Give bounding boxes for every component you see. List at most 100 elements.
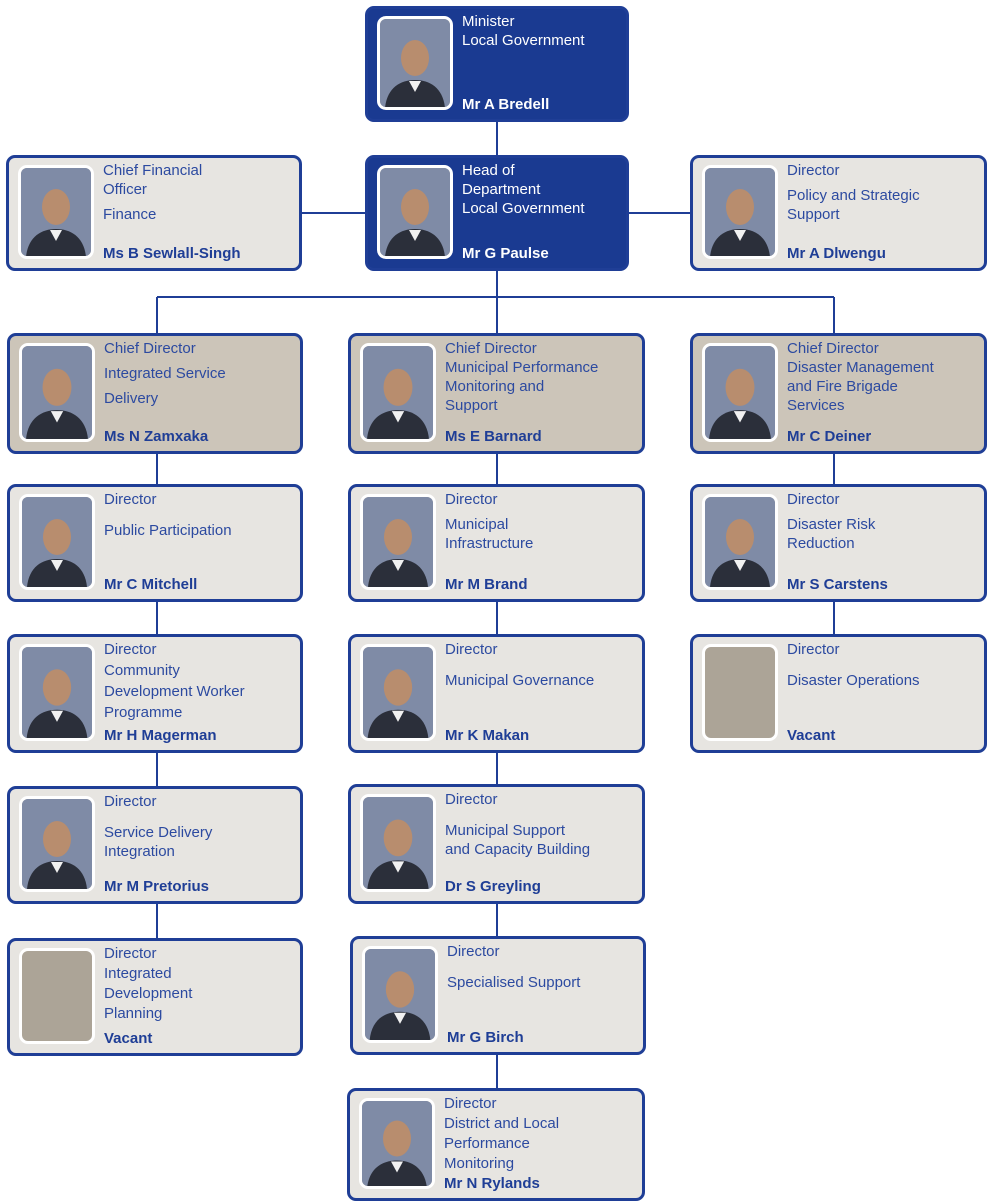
card-title-line: Public Participation [104,522,232,539]
card-title-line: Planning [104,1005,163,1022]
director-disaster-operations-card: Director Disaster Operations Vacant [690,634,987,753]
card-title-line: Services [787,397,845,414]
card-title-line: Municipal Support [445,822,566,839]
card-title-line: Chief Director [445,340,537,357]
card-title-line: Local Government [462,32,585,49]
card-title-line: Chief Director [104,340,196,357]
person-portrait-icon [19,644,95,741]
person-portrait-icon [702,343,778,442]
portrait-silhouette [365,949,435,1040]
minister-card: Minister Local Government Mr A Bredell [365,6,629,122]
card-title-line: Director [787,641,840,658]
portrait-silhouette [22,346,92,439]
portrait-silhouette [705,168,775,256]
card-title-line: Disaster Management [787,359,934,376]
card-title-line: Director [445,491,498,508]
person-portrait-icon [360,494,436,590]
card-title-line: Performance [444,1135,530,1152]
card-title-line: Programme [104,704,183,721]
card-title-line: Integration [104,843,175,860]
person-name: Mr N Rylands [444,1175,540,1192]
director-disaster-risk-card: Director Disaster Risk Reduction Mr S Ca… [690,484,987,602]
card-title-line: Delivery [104,390,159,407]
card-title-line: Director [104,491,157,508]
card-title-line: Development Worker [104,683,245,700]
head-of-department-card: Head of Department Local Government Mr G… [365,155,629,271]
portrait-silhouette [363,797,433,889]
person-name: Mr G Birch [447,1029,524,1046]
card-title-line: Development [104,985,193,1002]
person-name: Mr M Pretorius [104,878,210,895]
director-sdi-card: Director Service Delivery Integration Mr… [7,786,303,904]
card-title-line: Specialised Support [447,974,581,991]
card-title-line: Officer [103,181,147,198]
portrait-silhouette [705,346,775,439]
person-portrait-icon [362,946,438,1043]
card-title-line: Head of [462,162,515,179]
director-public-participation-card: Director Public Participation Mr C Mitch… [7,484,303,602]
director-municipal-infrastructure-card: Director Municipal Infrastructure Mr M B… [348,484,645,602]
vacant-photo-placeholder [702,644,778,741]
portrait-silhouette [363,346,433,439]
card-title-line: District and Local [444,1115,560,1132]
person-portrait-icon [360,644,436,741]
chief-director-mpms-card: Chief Director Municipal Performance Mon… [348,333,645,454]
card-title-line: Integrated Service [104,365,226,382]
card-title-line: Director [787,162,840,179]
card-title-line: Director [447,943,500,960]
card-title-line: Disaster Operations [787,672,920,689]
director-dlpm-card: Director District and Local Performance … [347,1088,645,1201]
person-portrait-icon [360,343,436,442]
person-name: Ms B Sewlall-Singh [103,245,241,262]
card-title-line: Director [104,793,157,810]
person-portrait-icon [19,343,95,442]
card-title-line: Chief Financial [103,162,203,179]
card-title-line: Integrated [104,965,172,982]
portrait-silhouette [363,497,433,587]
person-name: Mr G Paulse [462,245,549,262]
person-name: Mr A Bredell [462,96,550,113]
person-portrait-icon [377,165,453,259]
portrait-silhouette [22,647,92,738]
portrait-silhouette [362,1101,432,1186]
portrait-silhouette [705,497,775,587]
policy-director-card: Director Policy and Strategic Support Mr… [690,155,987,271]
person-portrait-icon [359,1098,435,1189]
person-portrait-icon [19,796,95,892]
portrait-silhouette [380,19,450,107]
card-title-line: Monitoring [444,1155,515,1172]
person-name: Dr S Greyling [445,878,541,895]
person-name: Mr A Dlwengu [787,245,886,262]
person-name: Vacant [104,1030,153,1047]
card-title-line: Chief Director [787,340,879,357]
card-title-line: Director [104,945,157,962]
card-title-line: Disaster Risk [787,516,876,533]
person-portrait-icon [702,165,778,259]
card-title-line: Local Government [462,200,585,217]
card-title-line: and Capacity Building [445,841,591,858]
card-title-line: Municipal Performance [445,359,599,376]
card-title-line: Infrastructure [445,535,534,552]
chief-director-isd-card: Chief Director Integrated Service Delive… [7,333,303,454]
card-title-line: Municipal Governance [445,672,595,689]
director-mscb-card: Director Municipal Support and Capacity … [348,784,645,904]
person-portrait-icon [360,794,436,892]
person-name: Mr K Makan [445,727,530,744]
card-title-line: Director [444,1095,497,1112]
portrait-silhouette [22,799,92,889]
person-name: Mr C Mitchell [104,576,198,593]
card-title-line: Director [445,641,498,658]
person-name: Ms N Zamxaka [104,428,209,445]
person-portrait-icon [18,165,94,259]
person-name: Mr S Carstens [787,576,888,593]
card-title-line: Support [787,206,840,223]
card-title-line: Finance [103,206,157,223]
person-portrait-icon [702,494,778,590]
card-title-line: Director [787,491,840,508]
card-title-line: Minister [462,13,515,30]
director-idp-card: Director Integrated Development Planning… [7,938,303,1056]
vacant-photo-placeholder [19,948,95,1044]
card-title-line: and Fire Brigade [787,378,898,395]
director-cdw-card: Director Community Development Worker Pr… [7,634,303,753]
